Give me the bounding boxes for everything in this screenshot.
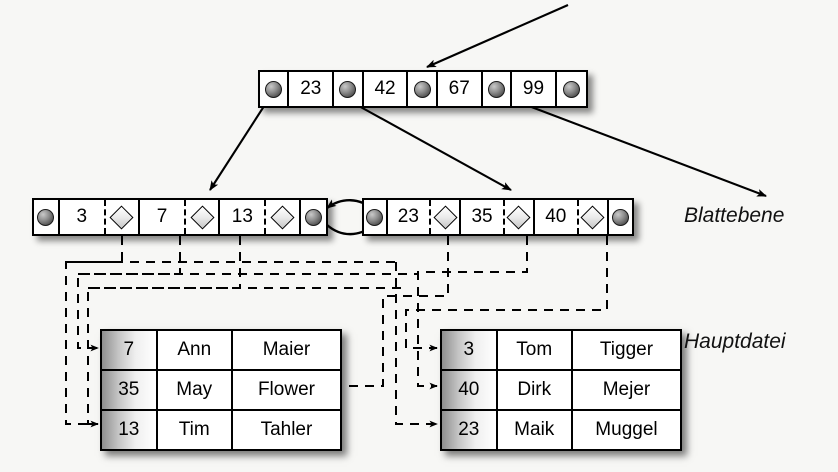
table-row[interactable]: 35 May Flower xyxy=(102,371,340,411)
diamond-pointer-icon xyxy=(506,204,531,230)
leaf-right-record-pointer-0[interactable] xyxy=(429,200,462,234)
leaf-left-key-0: 3 xyxy=(59,200,104,234)
record-last-name: Tigger xyxy=(599,339,654,360)
arrow-root-to-right-leaf xyxy=(347,99,512,191)
ball-pointer-icon xyxy=(304,208,322,226)
ball-pointer-icon xyxy=(339,80,357,98)
diamond-pointer-icon xyxy=(190,204,215,230)
record-key: 7 xyxy=(102,331,158,369)
diamond-pointer-icon xyxy=(109,204,134,230)
leaf-right-key-1: 35 xyxy=(461,200,503,234)
arrow-root-to-left-leaf xyxy=(209,99,269,191)
table-row[interactable]: 7 Ann Maier xyxy=(102,331,340,371)
record-first-name: Dirk xyxy=(498,371,573,409)
leaf-right-key-2: 40 xyxy=(535,200,577,234)
root-pointer-1[interactable] xyxy=(334,72,364,106)
leaf-right-pointer-next[interactable] xyxy=(608,200,632,234)
leaf-left-pointer-next[interactable] xyxy=(300,200,326,234)
leaf-left-key-2: 13 xyxy=(220,200,265,234)
record-first-name: Tom xyxy=(498,331,573,369)
diamond-pointer-icon xyxy=(433,204,458,230)
root-key-0: 23 xyxy=(289,72,335,106)
record-last-name: Flower xyxy=(257,379,315,400)
dashed-link-right-d2 xyxy=(417,236,528,390)
root-key-2: 67 xyxy=(437,72,483,106)
ball-pointer-icon xyxy=(611,208,629,226)
caption-main-file: Hauptdatei xyxy=(684,330,786,353)
leaf-node-left[interactable]: 3 7 13 xyxy=(32,198,328,236)
record-first-name: Tim xyxy=(158,411,233,449)
record-first-name: Ann xyxy=(158,331,233,369)
root-key-1: 42 xyxy=(363,72,409,106)
record-last-name: Maier xyxy=(262,339,311,360)
root-pointer-2[interactable] xyxy=(408,72,438,106)
record-key: 23 xyxy=(442,411,498,449)
caption-leaf-level: Blattebene xyxy=(684,204,785,227)
root-pointer-0[interactable] xyxy=(260,72,290,106)
ball-pointer-icon xyxy=(265,80,283,98)
record-last-name: Tahler xyxy=(260,419,313,440)
record-first-name: May xyxy=(158,371,233,409)
record-key: 40 xyxy=(442,371,498,409)
table-row[interactable]: 13 Tim Tahler xyxy=(102,411,340,449)
leaf-left-record-pointer-1[interactable] xyxy=(184,200,221,234)
root-pointer-3[interactable] xyxy=(482,72,513,106)
arrow-into-root xyxy=(426,4,569,68)
leaf-left-key-1: 7 xyxy=(140,200,185,234)
leaf-right-key-0: 23 xyxy=(387,200,430,234)
table-row[interactable]: 40 Dirk Mejer xyxy=(442,371,680,411)
record-key: 3 xyxy=(442,331,498,369)
ball-pointer-icon xyxy=(37,208,55,226)
root-key-3: 99 xyxy=(512,72,557,106)
ball-pointer-icon xyxy=(487,80,505,98)
main-file-table-left[interactable]: 7 Ann Maier 35 May Flower 13 Tim Tahler xyxy=(100,329,342,451)
root-index-node[interactable]: 23 42 67 99 xyxy=(258,70,588,108)
dashed-link-right-d4 xyxy=(395,262,438,428)
record-first-name: Maik xyxy=(498,411,573,449)
dashed-link-right-d3 xyxy=(405,236,608,352)
diamond-pointer-icon xyxy=(580,204,605,230)
leaf-node-right[interactable]: 23 35 40 xyxy=(362,198,634,236)
arrow-root-to-right-subtree xyxy=(512,99,767,197)
ball-pointer-icon xyxy=(366,208,384,226)
table-row[interactable]: 3 Tom Tigger xyxy=(442,331,680,371)
record-last-name: Mejer xyxy=(602,379,651,400)
ball-pointer-icon xyxy=(562,80,580,98)
diamond-pointer-icon xyxy=(270,204,295,230)
root-pointer-4[interactable] xyxy=(556,72,586,106)
table-row[interactable]: 23 Maik Muggel xyxy=(442,411,680,449)
dashed-link-left-d3 xyxy=(87,236,241,425)
leaf-left-record-pointer-0[interactable] xyxy=(103,200,141,234)
leaf-right-record-pointer-1[interactable] xyxy=(502,200,536,234)
leaf-right-pointer-prev[interactable] xyxy=(364,200,388,234)
dashed-bus-segments xyxy=(66,261,418,289)
record-key: 35 xyxy=(102,371,158,409)
leaf-right-record-pointer-2[interactable] xyxy=(576,200,609,234)
record-key: 13 xyxy=(102,411,158,449)
ball-pointer-icon xyxy=(413,80,431,98)
leaf-left-pointer-prev[interactable] xyxy=(34,200,60,234)
main-file-table-right[interactable]: 3 Tom Tigger 40 Dirk Mejer 23 Maik Mugge… xyxy=(440,329,682,451)
leaf-left-record-pointer-2[interactable] xyxy=(264,200,301,234)
record-last-name: Muggel xyxy=(595,419,658,440)
